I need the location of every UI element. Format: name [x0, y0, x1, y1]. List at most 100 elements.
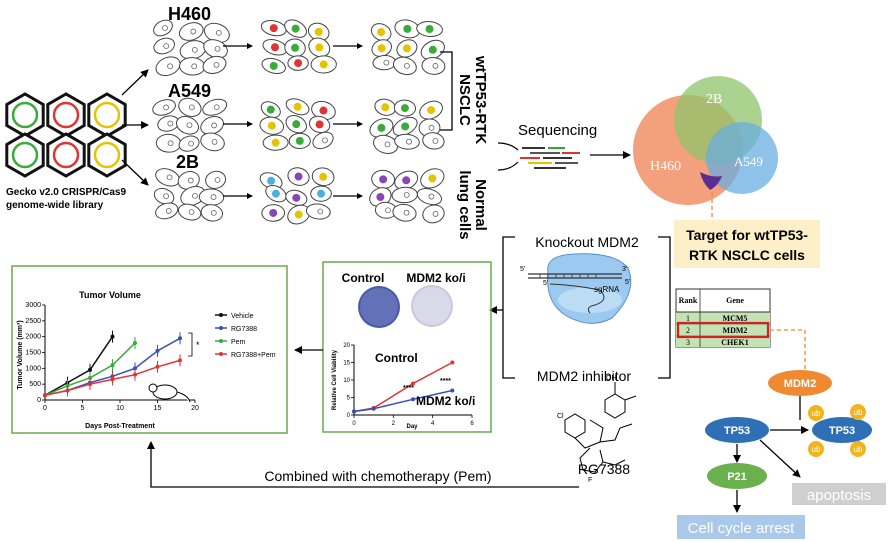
cell-cluster: [369, 168, 445, 224]
tp53-apoptosis-arrow: [759, 439, 801, 478]
cell-marker: [428, 174, 437, 183]
cell-nucleus: [213, 104, 220, 111]
cell-cycle-label: Cell cycle arrest: [688, 520, 796, 537]
data-point: [411, 381, 415, 386]
cell: [200, 116, 224, 135]
cell-marker: [319, 172, 328, 181]
x-tick-label: 2: [392, 421, 396, 427]
cell-marker: [425, 25, 434, 34]
cell-marker: [271, 138, 280, 147]
cell-marker: [401, 122, 410, 131]
cell-nucleus: [167, 140, 174, 147]
cell-marker: [269, 208, 278, 217]
plasmid-ring: [11, 141, 39, 169]
library-label-line2: genome-wide library: [6, 200, 104, 211]
cell-cluster: [260, 19, 337, 75]
chart-title: Tumor Volume: [79, 290, 141, 300]
library-hexagon: [87, 132, 127, 178]
cell: [372, 55, 397, 71]
cell-nucleus: [384, 141, 391, 148]
target-label-line1: Target for wtTP53-: [686, 227, 808, 243]
apoptosis-box: [792, 483, 886, 505]
selection-arrows: [223, 43, 363, 199]
tp53-ub-node-label: TP53: [829, 425, 855, 437]
data-point: [43, 393, 47, 398]
series-line: [44, 336, 114, 396]
seq-line-upper: [497, 142, 519, 151]
nsclc-label-line1: wtTP53-RTK: [472, 55, 489, 145]
x-tick-label: 0: [43, 405, 47, 412]
cell-nucleus: [403, 192, 410, 198]
tp53-node-label: TP53: [724, 425, 750, 437]
cell: [373, 134, 399, 154]
cell-marker: [377, 28, 386, 37]
tp53-node: [705, 417, 769, 443]
cell-marker: [295, 136, 304, 145]
cell-nucleus: [210, 194, 217, 200]
cell: [421, 57, 446, 75]
svg-text:3': 3': [622, 266, 627, 273]
table-cell: 2: [686, 326, 690, 335]
mdm2-node-label: MDM2: [784, 378, 816, 390]
cell-cluster: [153, 19, 230, 77]
cell: [178, 97, 202, 117]
venn-label-h460: H460: [650, 159, 681, 174]
cell: [152, 99, 176, 116]
svg-text:ub: ub: [812, 409, 821, 418]
cell-nucleus: [190, 28, 197, 35]
cell-marker: [267, 176, 276, 185]
cell-marker: [319, 60, 328, 69]
y-axis-label: Tumor Volume (mm³): [17, 320, 24, 389]
cell-cluster: [259, 98, 336, 151]
cell-marker: [294, 59, 303, 68]
p21-node-label: P21: [727, 471, 747, 483]
legend-label: RG7388: [231, 326, 257, 333]
nsclc-label-line2: NSCLC: [456, 74, 473, 126]
y-tick-label: 1500: [25, 350, 41, 357]
cell-nucleus: [188, 209, 195, 216]
cell-marker: [293, 102, 302, 111]
svg-text:F: F: [588, 477, 592, 484]
cell: [394, 133, 420, 150]
cell-nucleus: [211, 139, 218, 145]
cell-nucleus: [163, 193, 169, 200]
x-tick-label: 5: [81, 405, 85, 412]
cell-line-h460-label: H460: [168, 4, 211, 24]
cell-marker: [377, 44, 386, 53]
cell-marker: [376, 193, 385, 202]
left-bracket: [502, 236, 515, 379]
cell-nucleus: [188, 104, 195, 111]
svg-text:ub: ub: [812, 445, 821, 454]
cell-cluster: [369, 98, 445, 154]
cell: [205, 170, 227, 189]
cell-nucleus: [163, 104, 169, 111]
cell-nucleus: [210, 209, 217, 216]
cell-nucleus: [432, 63, 439, 69]
plasmid-ring: [93, 141, 121, 169]
data-point: [352, 409, 356, 414]
library-hexagon: [46, 132, 86, 178]
cell-nucleus: [163, 43, 170, 49]
cell-marker: [269, 24, 278, 33]
table-header-gene: Gene: [726, 296, 744, 305]
svg-text:5': 5': [543, 280, 548, 287]
y-tick-label: 2000: [25, 334, 41, 341]
cell-marker: [292, 120, 301, 129]
significance-label: *: [196, 340, 200, 350]
significance-label: ****: [440, 378, 451, 385]
cell-cluster: [153, 168, 227, 222]
cell: [202, 55, 227, 74]
legend-marker: [219, 352, 223, 356]
venn-overlap-region: [700, 172, 722, 190]
library-hexagon: [5, 132, 45, 178]
invitro-panel: [322, 261, 492, 433]
cell-marker: [314, 27, 323, 36]
cell-cluster: [370, 19, 446, 76]
data-point: [450, 388, 455, 393]
cell-marker: [266, 105, 275, 114]
svg-text:5': 5': [520, 266, 525, 273]
y-tick-label: 10: [343, 378, 350, 384]
svg-text:ub: ub: [854, 408, 863, 417]
